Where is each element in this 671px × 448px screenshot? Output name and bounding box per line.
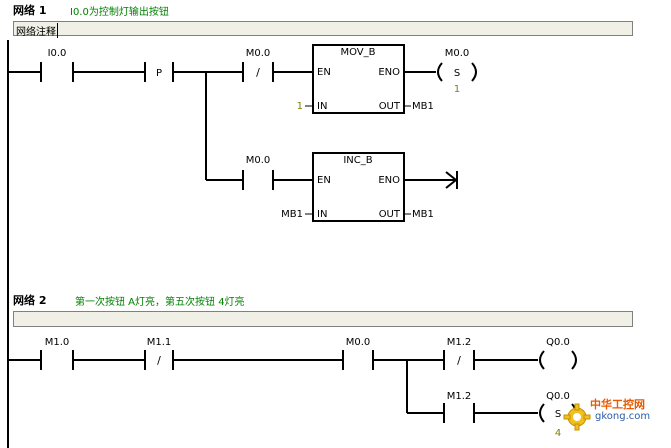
watermark-url: gkong.com [595, 411, 651, 422]
mov-b-name: MOV_B [340, 47, 375, 58]
network-1-description[interactable]: I0.0为控制灯输出按钮 [70, 7, 169, 18]
contact-nc-m0-0[interactable]: / M0.0 [242, 48, 274, 82]
mov-b-in: IN [317, 101, 327, 112]
contact-label-m0-0-a: M0.0 [246, 48, 271, 59]
coil-label-q0-0-a: Q0.0 [546, 337, 570, 348]
network-2-comment-field[interactable] [13, 311, 633, 327]
eno-arrow-icon [445, 171, 458, 189]
mov-b-block[interactable]: MOV_B EN ENO IN OUT [312, 44, 405, 114]
coil-count: 4 [555, 428, 561, 439]
mov-b-eno: ENO [378, 67, 400, 78]
coil-label-q0-0-b: Q0.0 [546, 391, 570, 402]
network-1-title[interactable]: 网络 1 [13, 4, 47, 17]
watermark-title: 中华工控网 [590, 398, 645, 411]
set-coil-m0-0[interactable]: S M0.0 1 [437, 48, 477, 95]
contact-label-m0-0-net2: M0.0 [346, 337, 371, 348]
contact-positive-transition[interactable]: P [144, 62, 174, 82]
mov-b-en: EN [317, 67, 331, 78]
contact-label-i0-0: I0.0 [48, 48, 67, 59]
mov-b-out-value: MB1 [412, 101, 434, 112]
coil-count: 1 [454, 84, 460, 95]
inc-b-en: EN [317, 175, 331, 186]
coil-q0-0[interactable]: Q0.0 [539, 337, 577, 370]
coil-type-s: S [555, 409, 561, 420]
coil-type-s: S [454, 68, 460, 79]
inc-b-name: INC_B [343, 155, 372, 166]
contact-nc-m1-1[interactable]: / M1.1 [144, 337, 174, 370]
gear-icon [563, 403, 591, 431]
contact-label-m0-0-b: M0.0 [246, 155, 271, 166]
contact-label-m1-2-b: M1.2 [447, 391, 472, 402]
mov-b-out: OUT [379, 101, 401, 112]
network-1-comment-field[interactable]: 网络注释 [13, 21, 633, 38]
inc-b-out: OUT [379, 209, 401, 220]
negate-symbol: / [157, 354, 161, 367]
inc-b-block[interactable]: INC_B EN ENO IN OUT [312, 152, 405, 222]
contact-label-m1-0: M1.0 [45, 337, 70, 348]
inc-b-in: IN [317, 209, 327, 220]
transition-label: P [156, 68, 162, 79]
negate-symbol: / [457, 354, 461, 367]
contact-i0-0[interactable]: I0.0 [40, 48, 74, 82]
network-1-comment-text: 网络注释 [16, 23, 58, 38]
inc-b-in-value: MB1 [281, 209, 303, 220]
contact-label-m1-1: M1.1 [147, 337, 172, 348]
contact-no-m0-0[interactable]: M0.0 [242, 155, 274, 190]
contact-m1-2[interactable]: M1.2 [443, 391, 475, 423]
inc-b-out-value: MB1 [412, 209, 434, 220]
contact-m1-0[interactable]: M1.0 [40, 337, 74, 370]
mov-b-in-value: 1 [297, 101, 303, 112]
contact-m0-0-net2[interactable]: M0.0 [342, 337, 374, 370]
negate-symbol: / [256, 66, 260, 79]
contact-label-m1-2-a: M1.2 [447, 337, 472, 348]
coil-label-m0-0: M0.0 [445, 48, 470, 59]
network-2-description[interactable]: 第一次按钮 A灯亮，第五次按钮 4灯亮 [75, 297, 245, 308]
network-2-title[interactable]: 网络 2 [13, 294, 47, 307]
contact-nc-m1-2[interactable]: / M1.2 [443, 337, 475, 370]
inc-b-eno: ENO [378, 175, 400, 186]
